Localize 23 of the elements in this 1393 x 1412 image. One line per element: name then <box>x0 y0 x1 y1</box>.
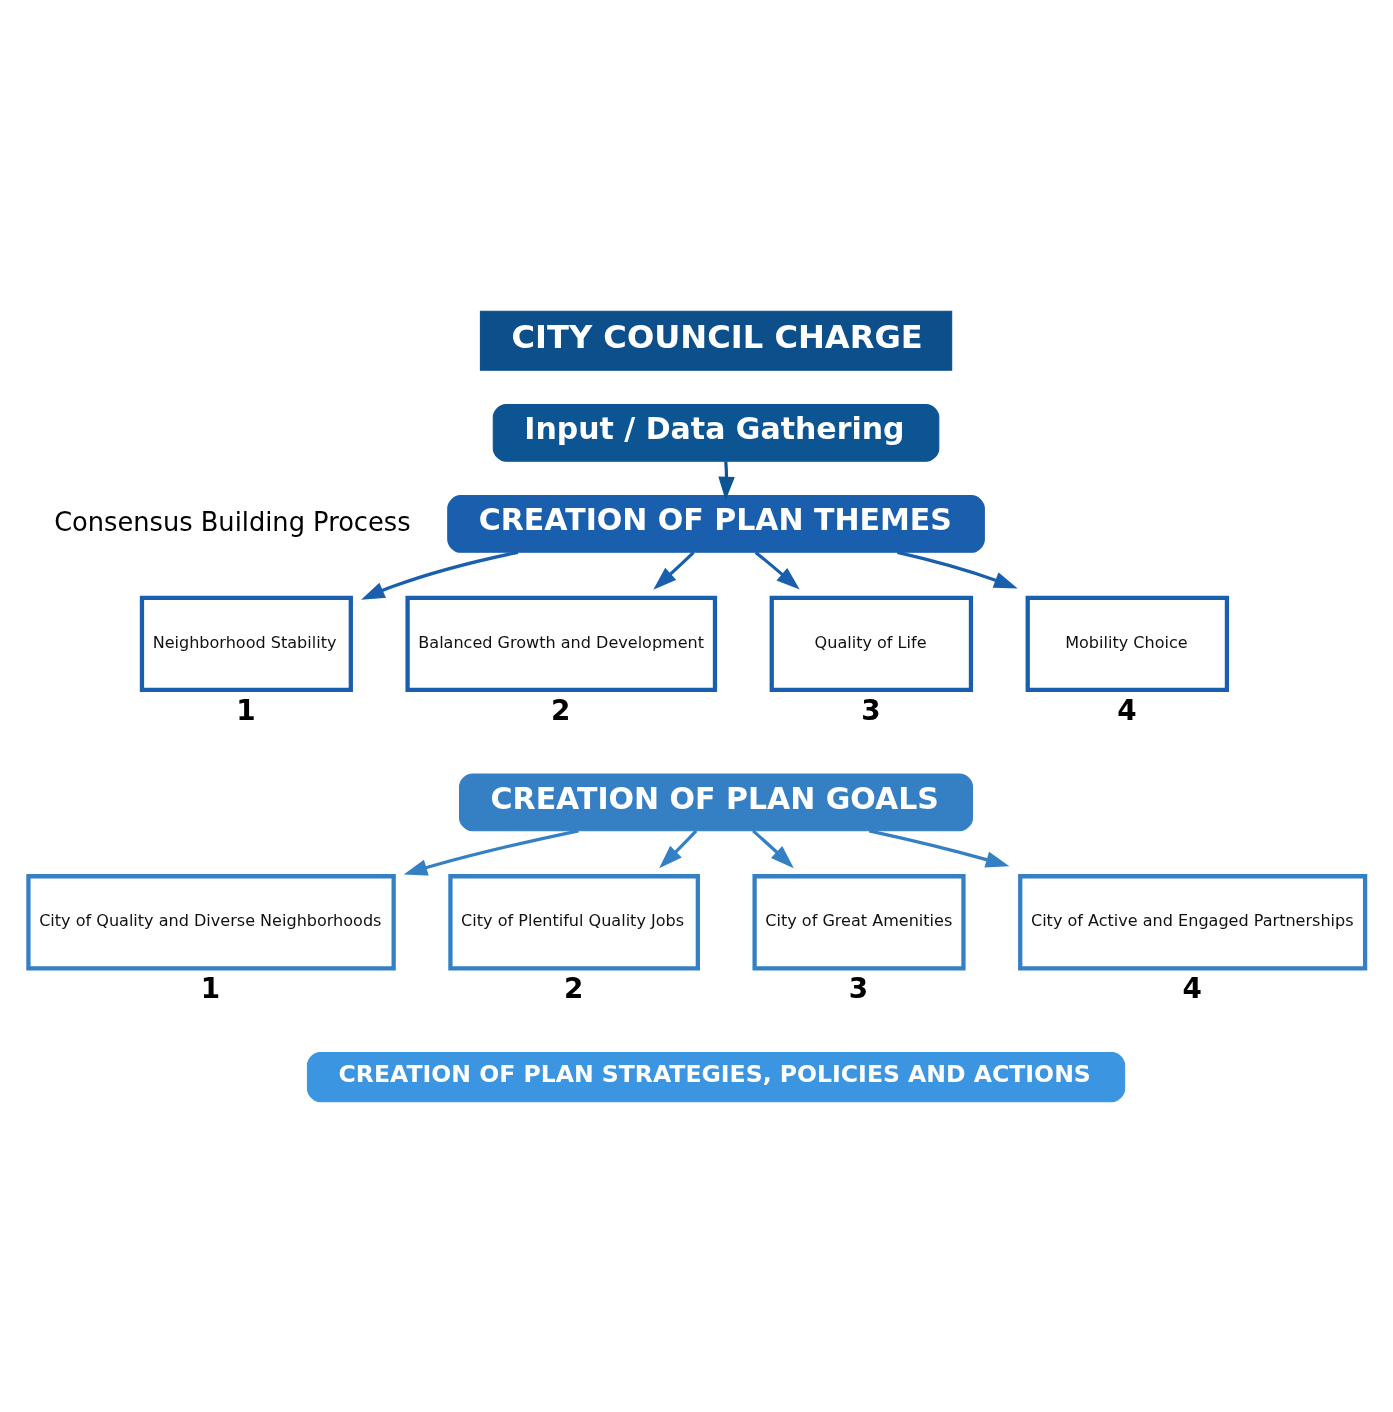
arrow <box>718 460 735 500</box>
arrow <box>361 550 519 600</box>
node-label: 4 <box>1117 693 1137 727</box>
arrow <box>659 829 698 868</box>
arrow <box>653 550 695 590</box>
node-label: 1 <box>200 971 221 1005</box>
arrow <box>868 828 1010 868</box>
node-box: CREATION OF PLAN THEMES <box>447 494 985 553</box>
node-label: 2 <box>563 971 584 1005</box>
arrow <box>754 550 800 590</box>
arrow <box>752 829 794 868</box>
node-label: 2 <box>551 693 571 727</box>
node-label: 3 <box>848 971 869 1005</box>
label: Consensus Building Process <box>54 506 411 537</box>
node-box: CREATION OF PLAN GOALS <box>459 772 974 831</box>
node-box: CITY COUNCIL CHARGE <box>479 310 953 371</box>
node-label: 4 <box>1182 971 1202 1005</box>
node-box: CREATION OF PLAN STRATEGIES, POLICIES AND ACTIONS <box>306 1051 1126 1102</box>
arrow <box>897 550 1018 588</box>
arrow <box>403 828 579 876</box>
node-box: Input / Data Gathering <box>492 403 940 462</box>
node-label: 3 <box>861 693 881 727</box>
node-label: 1 <box>236 693 256 727</box>
